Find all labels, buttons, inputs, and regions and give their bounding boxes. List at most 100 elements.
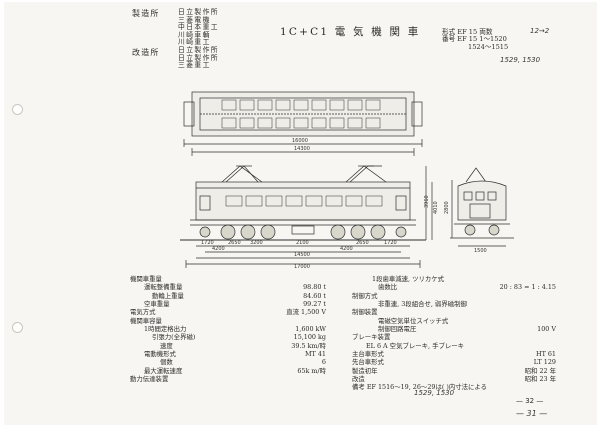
spec-value: 98.80 t [303, 283, 326, 292]
modifier-item: 日立製作所 [178, 46, 219, 54]
spec-row: 動輪上重量 84.60 t [130, 292, 326, 300]
spec-label: 制御装置 [352, 308, 378, 317]
spec-value: 84.60 t [303, 291, 326, 300]
spec-row: 機関車重量 [130, 275, 326, 283]
handwritten-note: 1529, 1530 [414, 389, 455, 397]
dim-label: 16000 [292, 138, 308, 144]
spec-label: 1時間定格出力 [144, 325, 187, 334]
spec-label: 製造初年 [352, 366, 378, 375]
spec-value: 65k m/時 [297, 366, 326, 375]
spec-label: 電気方式 [130, 308, 156, 317]
manufacturer-item: 川崎重工 [178, 38, 211, 47]
punch-hole [12, 322, 23, 333]
spec-row: 備考 EF 1516～19, 26～29は( )内寸法による [352, 383, 556, 391]
dim-label: 2100 [296, 240, 309, 246]
spec-value: 99.27 t [303, 300, 326, 309]
dim-label: 4010 [433, 201, 439, 214]
handwritten-page-number: — 31 — [516, 409, 548, 418]
spec-row: 非重連, 3段組合せ, 弱界磁制御 [352, 300, 556, 308]
spec-label: 速度 [160, 341, 173, 350]
modifier-label: 改造所 [132, 48, 160, 57]
spec-label: 1段歯車減速, ツリカケ式 [372, 275, 445, 283]
spec-value: 39.5 km/時 [291, 341, 326, 350]
page-title: 1C+C1 電 気 機 関 車 [280, 26, 421, 38]
spec-label: 備考 EF 1516～19, 26～29は( )内寸法による [352, 383, 488, 392]
dim-label: 1720 [201, 240, 214, 246]
modifier-item: 三菱重工 [178, 61, 211, 70]
dim-label: 2650 [356, 240, 369, 246]
spec-row: 改造昭和 23 年 [352, 375, 556, 383]
spec-label: EL 6 A 空気ブレーキ, 手ブレーキ [366, 341, 465, 350]
form-line: 番号 EF 15 1～1520 [442, 35, 507, 44]
spec-label: 制御方式 [352, 291, 378, 300]
spec-row: 動力伝達装置 [130, 375, 326, 383]
spec-row: 個数 6 [130, 358, 326, 366]
spec-label: 個数 [160, 358, 173, 367]
spec-label: 制御回路電圧 [378, 325, 417, 334]
spec-label: 空車重量 [144, 300, 170, 309]
spec-row: 引張力(全界磁)15,100 kg [130, 333, 326, 341]
spec-label: 先台車形式 [352, 358, 384, 367]
spec-label: 電磁空気単位スイッチ式 [378, 316, 449, 325]
dim-label: 3200 [250, 240, 263, 246]
spec-row: EL 6 A 空気ブレーキ, 手ブレーキ [352, 342, 556, 350]
manufacturer-item: 川崎車輌 [178, 30, 211, 39]
dim-label: 2800 [444, 201, 450, 214]
spec-row: 歯数比 20 : 83 = 1 : 4.15 [352, 283, 556, 291]
spec-value: 直流 1,500 V [286, 308, 326, 317]
spec-row: 先台車形式 LT 129 [352, 358, 556, 366]
spec-value: 6 [321, 358, 326, 367]
manufacturer-label: 製造所 [132, 9, 160, 18]
dim-label: 1720 [384, 240, 397, 246]
spec-label: 最大運転速度 [144, 366, 183, 375]
spec-label: 電動機形式 [144, 350, 176, 359]
dim-label: 17000 [294, 264, 310, 270]
spec-value: 昭和 23 年 [524, 375, 556, 384]
spec-row: 速度 39.5 km/時 [130, 342, 326, 350]
spec-label: 主台車形式 [352, 350, 384, 359]
spec-value: 1,600 kW [295, 325, 326, 334]
spec-row: 電気方式 直流 1,500 V [130, 308, 326, 316]
spec-row: ブレーキ装置 [352, 333, 556, 341]
spec-label: 動輪上重量 [152, 291, 184, 300]
handwritten-range: 1529, 1530 [500, 56, 541, 64]
plan-view [183, 91, 423, 156]
spec-label: 歯数比 [378, 283, 398, 292]
spec-label: ブレーキ装置 [352, 333, 391, 342]
spec-label: 引張力(全界磁) [152, 333, 196, 342]
spec-label: 機関車重量 [130, 275, 162, 283]
manufacturer-item: 日立製作所 [178, 8, 219, 16]
dim-label: 14500 [294, 252, 310, 258]
punch-hole [12, 104, 23, 115]
side-elevation [180, 165, 433, 268]
spec-value: LT 129 [533, 358, 556, 367]
spec-label: 非重連, 3段組合せ, 弱界磁制御 [378, 300, 467, 309]
spec-value: 昭和 22 年 [524, 366, 556, 375]
spec-row: 1時間定格出力 1,600 kW [130, 325, 326, 333]
dim-label: 1500 [474, 248, 487, 254]
manufacturer-list: 日立製作所 三菱電機 中日本重工 川崎車輌 川崎重工 [178, 8, 219, 47]
form-line: 形式 EF 15 両数 [442, 28, 493, 36]
spec-row: 制御回路電圧 100 V [352, 325, 556, 333]
form-line: 1524～1515 [468, 42, 509, 51]
spec-row: 空車重量 99.27 t [130, 300, 326, 308]
spec-value: MT 41 [305, 350, 326, 359]
spec-right-column: 1段歯車減速, ツリカケ式 歯数比 20 : 83 = 1 : 4.15 制御方式… [352, 275, 556, 392]
spec-value: 100 V [537, 325, 556, 334]
dim-label: 3960 [424, 195, 430, 208]
manufacturer-item: 中日本重工 [178, 23, 219, 32]
spec-row: 電磁空気単位スイッチ式 [352, 317, 556, 325]
spec-row: 制御装置 [352, 308, 556, 316]
dim-label: 14300 [294, 146, 310, 152]
spec-row: 制御方式 [352, 292, 556, 300]
spec-value: 20 : 83 = 1 : 4.15 [499, 283, 556, 292]
modifier-item: 日立製作所 [178, 53, 219, 62]
dim-label: 2650 [228, 240, 241, 246]
spec-row: 機関車容量 [130, 317, 326, 325]
spec-row: 製造初年 昭和 22 年 [352, 367, 556, 375]
manufacturer-item: 三菱電機 [178, 15, 211, 24]
